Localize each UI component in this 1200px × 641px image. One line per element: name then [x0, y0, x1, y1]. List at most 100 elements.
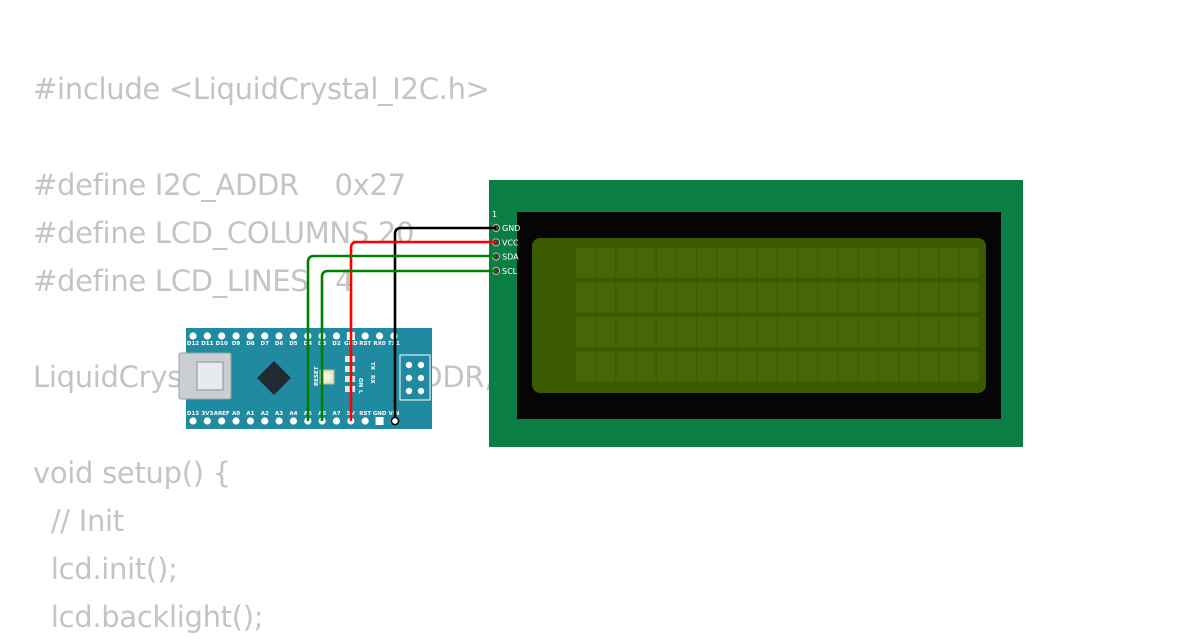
lcd-cell [899, 317, 919, 347]
nano-pin-a3[interactable] [275, 417, 283, 425]
nano-pin-label: D2 [332, 341, 341, 347]
nano-pin-d13[interactable] [189, 417, 197, 425]
lcd-cell [636, 248, 656, 278]
lcd-cell [899, 351, 919, 382]
nano-pin-label: 3V3 [201, 411, 213, 417]
lcd-cell [677, 317, 696, 347]
lcd-pin-label: SCL [502, 267, 518, 276]
nano-pin-d10[interactable] [218, 332, 226, 340]
vcc-wire[interactable] [349, 240, 496, 421]
nano-pin-label: D13 [187, 411, 199, 417]
lcd-cell [818, 317, 838, 347]
nano-pin-d12[interactable] [189, 332, 197, 340]
nano-pin-rst[interactable] [361, 332, 369, 340]
nano-pin-a7[interactable] [332, 417, 341, 425]
lcd-cell [757, 317, 777, 347]
lcd-pin-label: GND [502, 224, 520, 233]
lcd-cell [737, 248, 757, 278]
nano-pin-d7[interactable] [261, 332, 269, 340]
rx-label: RX [369, 375, 375, 384]
lcd-cell [717, 248, 737, 278]
code-line: #define I2C_ADDR 0x27 [33, 168, 406, 202]
lcd-cell [778, 317, 797, 347]
nano-pin-3v3[interactable] [203, 417, 211, 425]
nano-pin-a0[interactable] [232, 417, 240, 425]
nano-pin-d6[interactable] [275, 332, 283, 340]
nano-pin-label: A0 [232, 411, 240, 417]
lcd-cell [697, 248, 717, 278]
nano-pin-label: D7 [261, 341, 270, 347]
lcd-cell [677, 282, 696, 313]
code-line: lcd.backlight(); [33, 600, 264, 634]
lcd-cell [697, 351, 717, 382]
lcd-cell [939, 248, 959, 278]
lcd-cell [757, 282, 777, 313]
lcd-cell [899, 282, 919, 313]
nano-pin-d9[interactable] [232, 332, 240, 340]
lcd-cell [818, 248, 838, 278]
reset-label: RESET [314, 366, 320, 386]
lcd-cell [677, 351, 696, 382]
lcd-cell [677, 248, 696, 278]
code-line: lcd.init(); [33, 552, 178, 586]
lcd-cell [616, 248, 636, 278]
nano-pin-a1[interactable] [246, 417, 254, 425]
lcd-cell [596, 351, 616, 382]
lcd-cell [798, 351, 818, 382]
l-label: L [357, 390, 363, 394]
nano-pin-a2[interactable] [261, 417, 269, 425]
nano-pin-label: A3 [275, 411, 283, 417]
gnd-wire[interactable] [393, 226, 496, 421]
wiring [306, 226, 496, 426]
lcd-cell [697, 317, 717, 347]
lcd-cell [959, 248, 979, 278]
nano-pin-label: D11 [201, 341, 213, 347]
lcd-cell [616, 351, 636, 382]
nano-pin-a4[interactable] [289, 417, 298, 425]
lcd-cell [838, 248, 858, 278]
nano-pin-gnd[interactable] [375, 417, 384, 425]
lcd-cell [798, 282, 818, 313]
nano-pin-aref[interactable] [218, 417, 226, 425]
nano-pin-label: RST [359, 411, 371, 417]
lcd-cell [757, 248, 777, 278]
lcd-pin-label: SDA [502, 253, 519, 262]
nano-pin-label: D5 [289, 341, 298, 347]
lcd-cell [596, 248, 616, 278]
scl-wire[interactable] [320, 269, 496, 421]
lcd-cell [717, 282, 737, 313]
lcd-cell [596, 317, 616, 347]
lcd-cell [596, 282, 616, 313]
reset-button-cap [323, 373, 331, 381]
usb-port-inner [196, 361, 224, 391]
lcd-cell [798, 248, 818, 278]
lcd-cell [939, 317, 959, 347]
nano-pin-label: D10 [216, 341, 228, 347]
sda-wire[interactable] [306, 254, 496, 421]
lcd-cell [798, 317, 818, 347]
nano-pin-d2[interactable] [332, 332, 341, 340]
lcd-cell [656, 351, 676, 382]
lcd-cell [636, 317, 656, 347]
lcd-cell [778, 282, 797, 313]
lcd-cell [919, 282, 939, 313]
nano-pin-label: D8 [246, 341, 255, 347]
lcd-cell [919, 248, 939, 278]
nano-pin-rst[interactable] [361, 417, 369, 425]
lcd-cell [858, 248, 878, 278]
nano-pin-d5[interactable] [289, 332, 298, 340]
nano-pin-rx0[interactable] [375, 332, 384, 340]
lcd-cell [656, 317, 676, 347]
lcd-cell [616, 317, 636, 347]
lcd-cell [939, 282, 959, 313]
lcd-cell [818, 351, 838, 382]
lcd-cell [939, 351, 959, 382]
lcd-cell [959, 317, 979, 347]
lcd-cell [636, 282, 656, 313]
lcd-cell [899, 248, 919, 278]
nano-pin-d8[interactable] [246, 332, 254, 340]
nano-pin-d11[interactable] [203, 332, 211, 340]
nano-pin-label: D12 [187, 341, 199, 347]
